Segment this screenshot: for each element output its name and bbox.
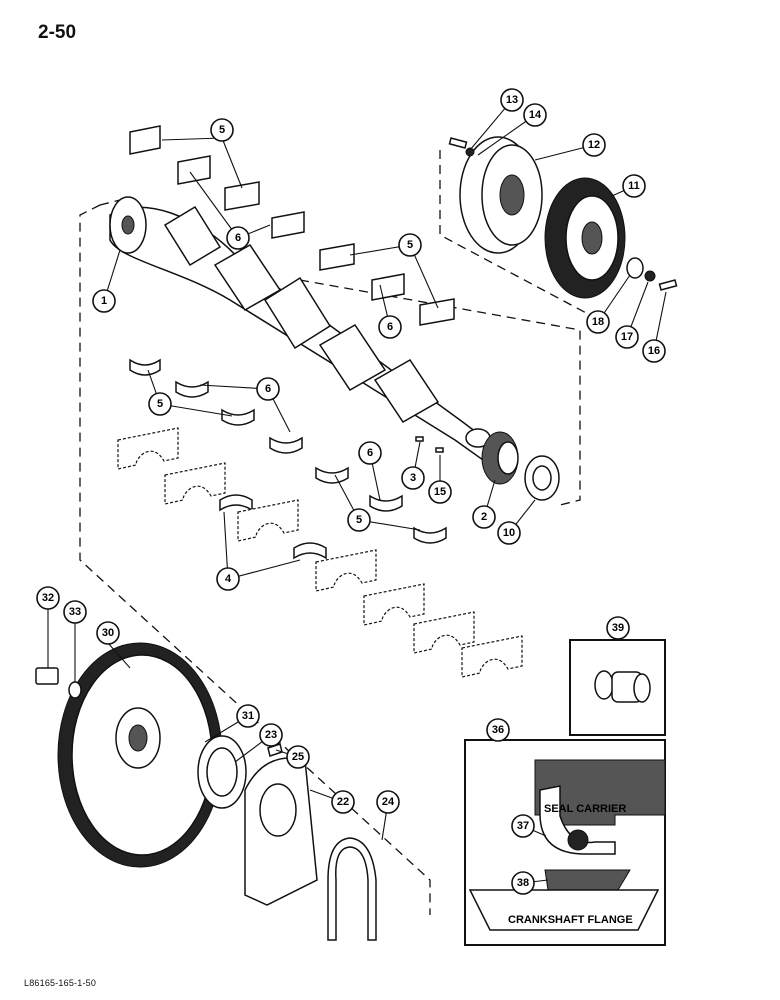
svg-text:11: 11 [628,180,640,192]
main-bearing-caps [117,427,523,678]
svg-text:14: 14 [529,109,542,121]
inset-39-parts [594,670,651,703]
svg-text:38: 38 [517,877,529,889]
vibration-damper [544,177,626,299]
callout-12: 12 [582,133,606,157]
rear-seal [197,735,247,809]
callout-6c: 6 [256,377,280,401]
callout-31: 31 [236,704,260,728]
callout-11: 11 [622,174,646,198]
svg-text:37: 37 [517,820,529,832]
crankshaft-flange-label: CRANKSHAFT FLANGE [508,914,633,926]
callout-15: 15 [428,480,452,504]
svg-text:10: 10 [503,527,515,539]
callout-5a: 5 [210,118,234,142]
callout-25: 25 [286,745,310,769]
callout-36: 36 [486,718,510,742]
reference-code: L86165-165-1-50 [24,978,97,988]
svg-text:31: 31 [242,710,254,722]
svg-text:24: 24 [382,796,395,808]
svg-text:15: 15 [434,486,446,498]
svg-text:36: 36 [492,724,504,736]
callout-22: 22 [331,790,355,814]
svg-text:5: 5 [157,398,163,410]
callout-13: 13 [500,88,524,112]
callout-23: 23 [259,723,283,747]
svg-text:1: 1 [101,295,107,307]
svg-text:4: 4 [225,573,232,585]
seal-carrier-housing [244,757,318,906]
svg-text:32: 32 [42,592,54,604]
svg-text:3: 3 [410,472,416,484]
svg-text:5: 5 [407,239,413,251]
crankshaft [109,196,502,467]
svg-text:2: 2 [481,511,487,523]
svg-text:13: 13 [506,94,518,106]
svg-text:23: 23 [265,729,277,741]
inset-36-cutaway [468,759,666,931]
callout-24: 24 [376,790,400,814]
callout-37: 37 [511,814,535,838]
svg-text:6: 6 [387,321,393,333]
rear-gasket [327,837,377,941]
svg-text:5: 5 [219,124,225,136]
crank-pulley [459,136,543,254]
svg-text:30: 30 [102,627,114,639]
seal-carrier-label: SEAL CARRIER [544,803,626,815]
callout-5b: 5 [398,233,422,257]
front-seal-ring [524,455,560,501]
callout-6a: 6 [226,226,250,250]
callout-32: 32 [36,586,60,610]
callout-14: 14 [523,103,547,127]
svg-text:18: 18 [592,316,604,328]
svg-text:22: 22 [337,796,349,808]
callout-4: 4 [216,567,240,591]
callout-18: 18 [586,310,610,334]
callout-30: 30 [96,621,120,645]
upper-bearing-shells [129,125,455,326]
callout-38: 38 [511,871,535,895]
svg-text:33: 33 [69,606,81,618]
callout-5d: 5 [347,508,371,532]
callout-6d: 6 [358,441,382,465]
svg-text:6: 6 [265,383,271,395]
callout-5c: 5 [148,392,172,416]
svg-text:16: 16 [648,345,660,357]
svg-text:6: 6 [367,447,373,459]
callout-16: 16 [642,339,666,363]
lower-bearing-shells [129,358,447,560]
svg-text:17: 17 [621,331,633,343]
callout-10: 10 [497,521,521,545]
svg-text:12: 12 [588,139,600,151]
callout-2: 2 [472,505,496,529]
callout-6b: 6 [378,315,402,339]
page-number: 2-50 [38,22,77,43]
svg-text:6: 6 [235,232,241,244]
svg-text:5: 5 [356,514,362,526]
svg-text:39: 39 [612,622,624,634]
callout-3: 3 [401,466,425,490]
svg-text:25: 25 [292,751,304,763]
flywheel [57,642,223,868]
callout-1: 1 [92,289,116,313]
callout-33: 33 [63,600,87,624]
callout-39: 39 [606,616,630,640]
callout-17: 17 [615,325,639,349]
crank-gear [481,431,519,485]
